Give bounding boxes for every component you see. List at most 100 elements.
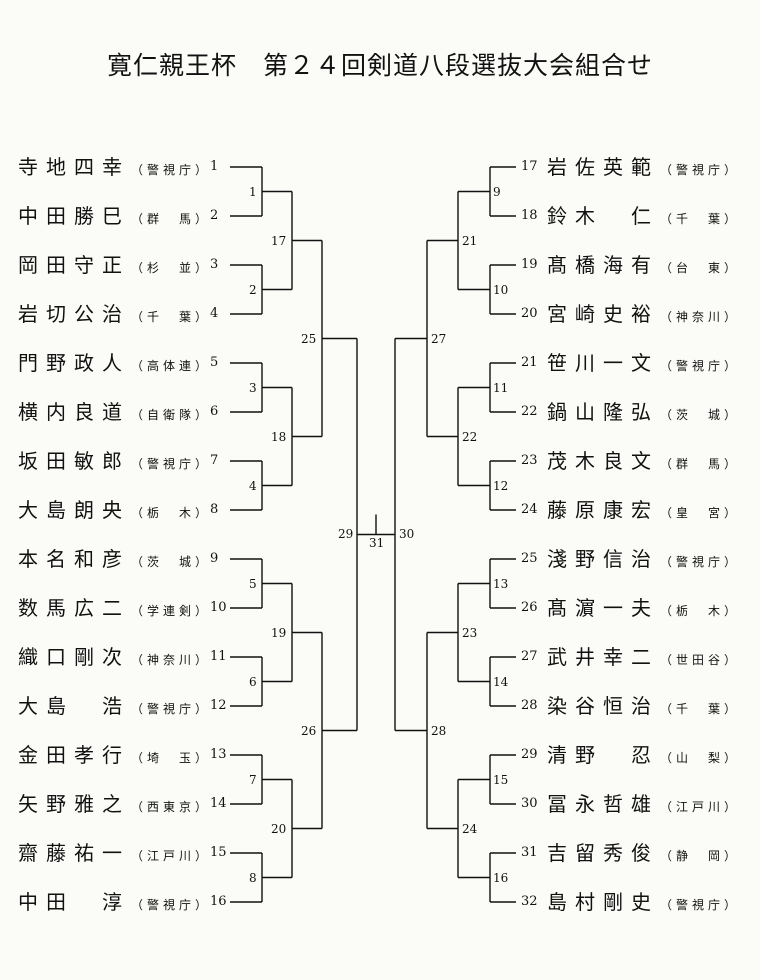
player-seed-number: 24 bbox=[521, 502, 538, 517]
player-affiliation: （警視庁） bbox=[660, 163, 741, 177]
player-entry: 大島 浩（警視庁） bbox=[18, 694, 211, 721]
player-affiliation: （警視庁） bbox=[660, 898, 741, 912]
player-affiliation: （警視庁） bbox=[131, 702, 212, 716]
player-name: 寺地四幸 bbox=[18, 155, 130, 179]
player-name: 岡田守正 bbox=[18, 253, 130, 277]
player-seed-number: 7 bbox=[210, 453, 219, 468]
player-entry: 横内良道（自衛隊） bbox=[18, 400, 211, 427]
player-entry: 清野 忍（山 梨） bbox=[547, 743, 740, 770]
player-name: 宮崎史裕 bbox=[547, 302, 659, 326]
player-name: 数馬広二 bbox=[18, 596, 130, 620]
match-number: 22 bbox=[461, 429, 479, 444]
player-seed-number: 10 bbox=[210, 600, 227, 615]
match-number: 8 bbox=[248, 870, 258, 885]
player-seed-number: 9 bbox=[210, 551, 219, 566]
player-seed-number: 25 bbox=[521, 551, 538, 566]
player-name: 髙橋海有 bbox=[547, 253, 659, 277]
player-seed-number: 4 bbox=[210, 306, 219, 321]
player-seed-number: 15 bbox=[210, 845, 227, 860]
player-entry: 鍋山隆弘（茨 城） bbox=[547, 400, 740, 427]
match-number: 12 bbox=[492, 478, 510, 493]
player-seed-number: 16 bbox=[210, 894, 227, 909]
player-seed-number: 23 bbox=[521, 453, 538, 468]
player-affiliation: （警視庁） bbox=[131, 898, 212, 912]
player-entry: 宮崎史裕（神奈川） bbox=[547, 302, 740, 329]
player-affiliation: （栃 木） bbox=[660, 604, 741, 618]
player-seed-number: 2 bbox=[210, 208, 219, 223]
player-seed-number: 17 bbox=[521, 159, 538, 174]
match-number: 17 bbox=[270, 233, 288, 248]
player-affiliation: （栃 木） bbox=[131, 506, 212, 520]
player-name: 藤原康宏 bbox=[547, 498, 659, 522]
player-entry: 茂木良文（群 馬） bbox=[547, 449, 740, 476]
player-entry: 冨永哲雄（江戸川） bbox=[547, 792, 740, 819]
match-number: 9 bbox=[492, 184, 502, 199]
player-seed-number: 28 bbox=[521, 698, 538, 713]
player-name: 中田 淳 bbox=[18, 890, 130, 914]
player-entry: 吉留秀俊（静 岡） bbox=[547, 841, 740, 868]
player-entry: 大島朗央（栃 木） bbox=[18, 498, 211, 525]
player-entry: 髙橋海有（台 東） bbox=[547, 253, 740, 280]
player-name: 茂木良文 bbox=[547, 449, 659, 473]
player-name: 大島 浩 bbox=[18, 694, 130, 718]
player-affiliation: （千 葉） bbox=[660, 702, 741, 716]
player-name: 髙濵一夫 bbox=[547, 596, 659, 620]
player-entry: 淺野信治（警視庁） bbox=[547, 547, 740, 574]
player-entry: 藤原康宏（皇 宮） bbox=[547, 498, 740, 525]
match-number: 4 bbox=[248, 478, 258, 493]
player-affiliation: （江戸川） bbox=[131, 849, 212, 863]
player-seed-number: 22 bbox=[521, 404, 538, 419]
player-affiliation: （自衛隊） bbox=[131, 408, 212, 422]
player-affiliation: （江戸川） bbox=[660, 800, 741, 814]
player-name: 島村剛史 bbox=[547, 890, 659, 914]
player-affiliation: （千 葉） bbox=[660, 212, 741, 226]
match-number: 1 bbox=[248, 184, 258, 199]
player-entry: 髙濵一夫（栃 木） bbox=[547, 596, 740, 623]
player-name: 清野 忍 bbox=[547, 743, 659, 767]
player-affiliation: （台 東） bbox=[660, 261, 741, 275]
match-number: 31 bbox=[368, 535, 386, 550]
player-affiliation: （茨 城） bbox=[131, 555, 212, 569]
player-entry: 織口剛次（神奈川） bbox=[18, 645, 211, 672]
player-seed-number: 8 bbox=[210, 502, 219, 517]
page-title: 寛仁親王杯 第２４回剣道八段選抜大会組合せ bbox=[106, 51, 653, 80]
match-number: 21 bbox=[461, 233, 479, 248]
player-entry: 矢野雅之（西東京） bbox=[18, 792, 211, 819]
player-affiliation: （世田谷） bbox=[660, 653, 741, 667]
match-number: 10 bbox=[492, 282, 510, 297]
match-number: 3 bbox=[248, 380, 258, 395]
player-name: 淺野信治 bbox=[547, 547, 659, 571]
match-number: 20 bbox=[270, 821, 288, 836]
player-affiliation: （杉 並） bbox=[131, 261, 212, 275]
player-name: 武井幸二 bbox=[547, 645, 659, 669]
player-entry: 中田勝巳（群 馬） bbox=[18, 204, 211, 231]
player-seed-number: 14 bbox=[210, 796, 227, 811]
player-seed-number: 26 bbox=[521, 600, 538, 615]
player-name: 矢野雅之 bbox=[18, 792, 130, 816]
player-name: 門野政人 bbox=[18, 351, 130, 375]
player-entry: 島村剛史（警視庁） bbox=[547, 890, 740, 917]
player-entry: 岩佐英範（警視庁） bbox=[547, 155, 740, 182]
player-name: 吉留秀俊 bbox=[547, 841, 659, 865]
match-number: 23 bbox=[461, 625, 479, 640]
match-number: 2 bbox=[248, 282, 258, 297]
match-number: 29 bbox=[337, 526, 355, 541]
player-entry: 本名和彦（茨 城） bbox=[18, 547, 211, 574]
player-seed-number: 1 bbox=[210, 159, 219, 174]
match-number: 13 bbox=[492, 576, 510, 591]
player-entry: 染谷恒治（千 葉） bbox=[547, 694, 740, 721]
player-entry: 坂田敏郎（警視庁） bbox=[18, 449, 211, 476]
match-number: 11 bbox=[492, 380, 510, 395]
player-seed-number: 19 bbox=[521, 257, 538, 272]
player-name: 冨永哲雄 bbox=[547, 792, 659, 816]
match-number: 26 bbox=[300, 723, 318, 738]
match-number: 24 bbox=[461, 821, 479, 836]
match-number: 7 bbox=[248, 772, 258, 787]
player-affiliation: （神奈川） bbox=[131, 653, 212, 667]
player-entry: 門野政人（高体連） bbox=[18, 351, 211, 378]
player-seed-number: 29 bbox=[521, 747, 538, 762]
match-number: 19 bbox=[270, 625, 288, 640]
player-name: 織口剛次 bbox=[18, 645, 130, 669]
player-affiliation: （警視庁） bbox=[131, 163, 212, 177]
